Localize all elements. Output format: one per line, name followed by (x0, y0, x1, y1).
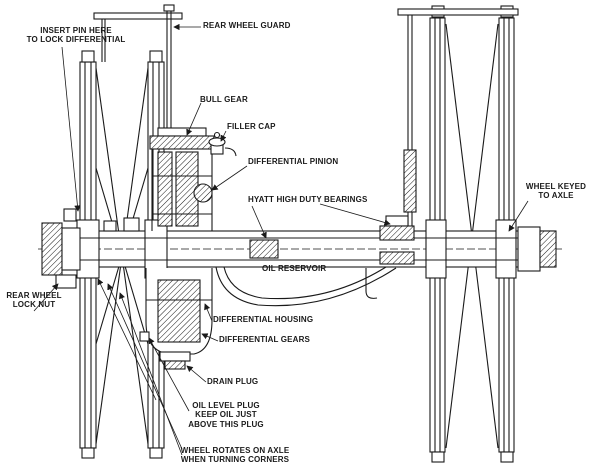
label-differential-gears: DIFFERENTIAL GEARS (219, 335, 311, 344)
label-differential-pinion: DIFFERENTIAL PINION (248, 157, 339, 166)
label-rear-wheel-lock-nut: REAR WHEEL LOCK NUT (6, 291, 62, 310)
label-drain-plug: DRAIN PLUG (207, 377, 259, 386)
label-wheel-rotates-on-axle: WHEEL ROTATES ON AXLE WHEN TURNING CORNE… (180, 446, 290, 465)
label-wheel-keyed-to-axle: WHEEL KEYED TO AXLE (525, 182, 587, 201)
label-oil-reservoir: OIL RESERVOIR (262, 264, 327, 273)
label-rear-wheel-guard: REAR WHEEL GUARD (203, 21, 291, 30)
label-differential-housing: DIFFERENTIAL HOUSING (213, 315, 314, 324)
label-filler-cap: FILLER CAP (227, 122, 276, 131)
label-insert-pin: INSERT PIN HERE TO LOCK DIFFERENTIAL (26, 26, 126, 45)
label-hyatt-bearings: HYATT HIGH DUTY BEARINGS (248, 195, 368, 204)
label-bull-gear: BULL GEAR (200, 95, 248, 104)
label-oil-level-plug: OIL LEVEL PLUG KEEP OIL JUST ABOVE THIS … (188, 401, 264, 429)
